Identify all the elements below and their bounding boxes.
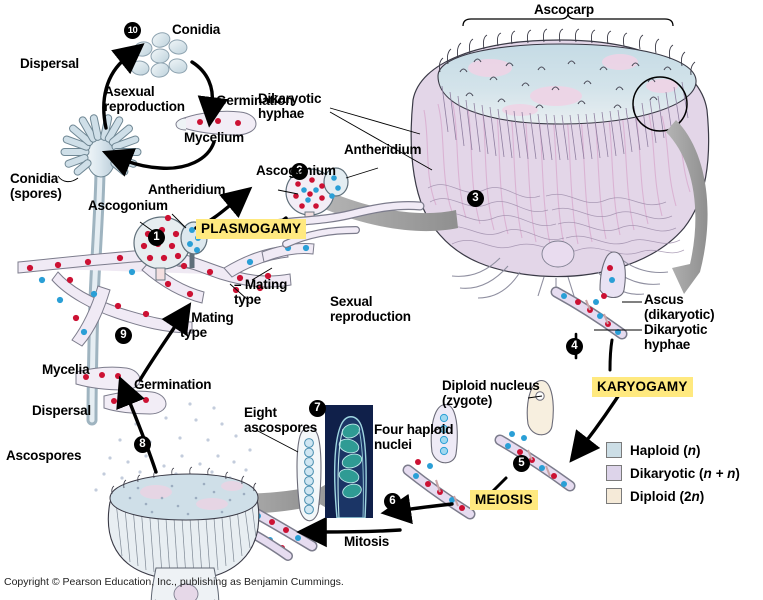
- label-dikaryotic-hyphae-right: Dikaryotic hyphae: [644, 322, 708, 353]
- four-haploid-nuclei-step6: [402, 403, 476, 520]
- process-meiosis: MEIOSIS: [470, 490, 538, 510]
- step-badge-10: 10: [124, 22, 141, 39]
- legend-swatch-dikaryotic: [606, 465, 622, 481]
- process-karyogamy: KARYOGAMY: [592, 377, 693, 397]
- step-badge-1: 1: [148, 229, 165, 246]
- step-badge-2: 2: [291, 163, 308, 180]
- label-ascogonium-left: Ascogonium: [88, 198, 168, 213]
- label-dispersal-top: Dispersal: [20, 56, 79, 71]
- legend-label-haploid: Haploid (n): [630, 442, 701, 458]
- label-ascocarp: Ascocarp: [534, 2, 594, 17]
- label-conidia-top: Conidia: [172, 22, 221, 37]
- label-mycelia: Mycelia: [42, 362, 90, 377]
- grey-arrow-ascocarp-to-ascus: [666, 120, 708, 294]
- label-ascospores: Ascospores: [6, 448, 82, 463]
- label-four-haploid-nuclei: Four haploid nuclei: [374, 422, 454, 453]
- label-minus-mating-type: – Mating type: [234, 277, 288, 308]
- label-ascus-dikaryotic: Ascus (dikaryotic): [644, 292, 715, 323]
- grey-arrow-to-ascocarp: [322, 192, 458, 232]
- label-diploid-nucleus: Diploid nucleus (zygote): [442, 378, 540, 409]
- step-badge-9: 9: [115, 327, 132, 344]
- dikaryotic-ascus-step4: [550, 251, 628, 340]
- arrow-step8-dispersal: [116, 375, 158, 474]
- legend-label-diploid: Diploid (2n): [630, 488, 705, 504]
- label-ascogonium-right: Ascogonium: [256, 163, 336, 178]
- label-dikaryotic-hyphae-top: Dikaryotic hyphae: [258, 91, 322, 122]
- label-antheridium-right: Antheridium: [344, 142, 422, 157]
- step-badge-7: 7: [309, 400, 326, 417]
- label-germination-bottom: Germination: [134, 377, 212, 392]
- label-asexual-reproduction: Asexual reproduction: [104, 84, 185, 115]
- label-mitosis: Mitosis: [344, 534, 390, 549]
- ascocarp-structure: [410, 28, 710, 299]
- arrow-meiosis: [380, 493, 454, 525]
- eight-ascospores-step7: [221, 426, 322, 561]
- label-antheridium-left: Antheridium: [148, 182, 226, 197]
- legend-item-haploid: Haploid (n): [606, 440, 758, 460]
- legend-item-dikaryotic: Dikaryotic (n + n): [606, 463, 758, 483]
- legend-item-diploid: Diploid (2n): [606, 486, 758, 506]
- legend-swatch-diploid: [606, 488, 622, 504]
- step-badge-5: 5: [513, 455, 530, 472]
- legend: Haploid (n) Dikaryotic (n + n) Diploid (…: [606, 440, 758, 509]
- copyright-notice: Copyright © Pearson Education, Inc., pub…: [4, 576, 344, 588]
- ascus-micrograph-photo: [325, 405, 373, 518]
- ascospore-cloud: [94, 402, 252, 498]
- legend-swatch-haploid: [606, 442, 622, 458]
- label-conidia-spores: Conidia (spores): [10, 171, 62, 202]
- step-badge-3: 3: [467, 190, 484, 207]
- ascus-detail-callout: [632, 76, 688, 132]
- arrow-mitosis: [296, 516, 402, 548]
- conidia-spore-cluster: [130, 32, 188, 78]
- label-plus-mating-type: + Mating type: [180, 310, 234, 341]
- label-eight-ascospores: Eight ascospores: [244, 405, 318, 436]
- label-dispersal-bottom: Dispersal: [32, 403, 91, 418]
- grey-arrow-to-lower-ascocarp: [218, 482, 330, 514]
- label-mycelium: Mycelium: [184, 130, 244, 145]
- process-plasmogamy: PLASMOGAMY: [196, 219, 307, 239]
- step-badge-8: 8: [134, 436, 151, 453]
- step-badge-4: 4: [566, 338, 583, 355]
- line-karyogamy-stem: [608, 338, 614, 372]
- label-germination-top: Germination: [216, 93, 294, 108]
- legend-label-dikaryotic: Dikaryotic (n + n): [630, 465, 740, 481]
- label-sexual-reproduction: Sexual reproduction: [330, 294, 411, 325]
- step-badge-6: 6: [384, 493, 401, 510]
- arrow-step9-up: [138, 302, 192, 382]
- arrow-germination-top: [190, 60, 229, 128]
- arrow-mycelium-to-conidiophore: [101, 140, 216, 177]
